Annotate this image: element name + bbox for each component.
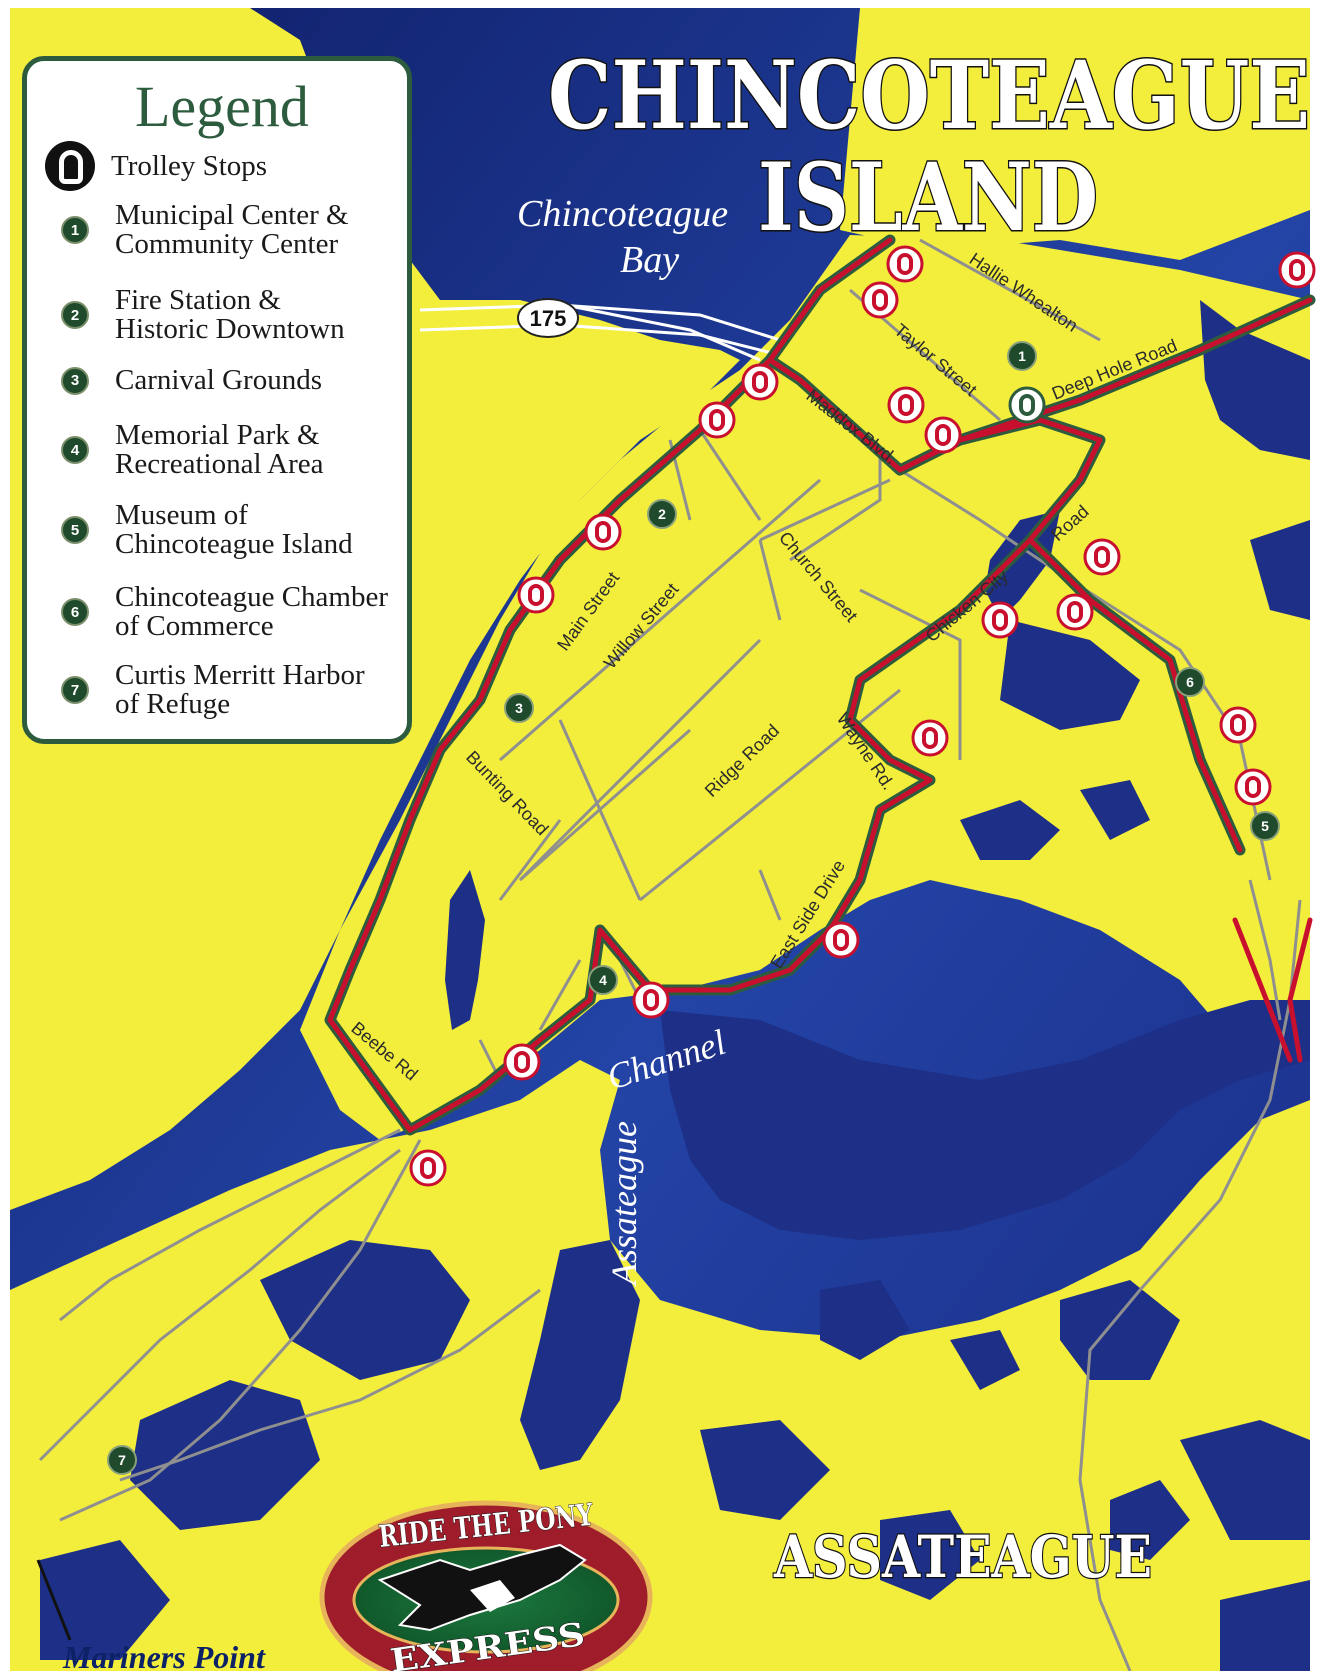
legend-item-text: Memorial Park & Recreational Area (115, 421, 405, 479)
mariners-point-pointer (36, 1559, 72, 1641)
svg-text:5: 5 (1261, 818, 1269, 834)
legend-title: Legend (135, 74, 309, 139)
trolley-stop-icon[interactable] (1278, 251, 1316, 289)
numbered-marker-icon: 2 (61, 301, 89, 329)
numbered-marker-icon[interactable]: 5 (1250, 811, 1280, 841)
bay-label-line2: Bay (620, 239, 679, 281)
legend-item-3: 3 Carnival Grounds (45, 366, 405, 395)
trolley-stop-icon[interactable] (1219, 706, 1257, 744)
causeway (419, 298, 781, 362)
numbered-marker-icon: 4 (61, 436, 89, 464)
svg-text:1: 1 (1018, 348, 1026, 364)
legend-item-line1: Fire Station & (115, 284, 281, 316)
assateague-label: ASSATEAGUE (773, 1523, 1152, 1591)
bay-label-line1: Chincoteague (517, 193, 728, 235)
legend-item-line2: of Commerce (115, 610, 274, 642)
svg-text:7: 7 (118, 1452, 126, 1468)
legend-item-2: 2 Fire Station & Historic Downtown (45, 286, 405, 344)
svg-text:2: 2 (658, 506, 666, 522)
mariners-point-label: Mariners Point (62, 1639, 266, 1671)
legend-item-line2: of Refuge (115, 688, 231, 720)
legend-item-line2: Recreational Area (115, 448, 324, 480)
trolley-stop-icon[interactable] (861, 281, 899, 319)
numbered-marker-icon: 1 (61, 216, 89, 244)
trolley-stop-icon[interactable] (822, 921, 860, 959)
legend-trolley-label: Trolley Stops (111, 149, 268, 182)
numbered-marker-icon: 3 (61, 366, 89, 395)
legend-item-text: Chincoteague Chamber of Commerce (115, 583, 405, 641)
legend-panel: Legend Trolley Stops 1 Municipal Center … (22, 56, 412, 744)
legend-item-text: Curtis Merritt Harbor of Refuge (115, 661, 405, 719)
legend-item-line1: Museum of (115, 499, 248, 531)
svg-text:3: 3 (515, 700, 523, 716)
trolley-stop-icon[interactable] (503, 1043, 541, 1081)
trolley-stop-icon[interactable] (924, 416, 962, 454)
legend-item-text: Carnival Grounds (115, 366, 405, 395)
numbered-marker-icon[interactable]: 1 (1007, 341, 1037, 371)
trolley-stop-icon[interactable] (1056, 593, 1094, 631)
numbered-marker-icon[interactable]: 2 (647, 499, 677, 529)
numbered-marker-icon: 6 (61, 598, 89, 626)
trolley-stop-icon[interactable] (886, 245, 924, 283)
legend-trolley-stops: Trolley Stops (45, 141, 401, 191)
legend-item-text: Fire Station & Historic Downtown (115, 286, 405, 344)
landmark-markers: 1 2 3 4 5 6 7 (107, 341, 1280, 1475)
legend-item-line2: Chincoteague Island (115, 528, 353, 560)
trolley-stop-icon[interactable] (517, 576, 555, 614)
legend-item-6: 6 Chincoteague Chamber of Commerce (45, 583, 405, 641)
map-title-line2: ISLAND (758, 143, 1098, 253)
numbered-marker-icon[interactable]: 4 (588, 965, 618, 995)
route-175-shield: 175 (517, 298, 579, 338)
legend-item-7: 7 Curtis Merritt Harbor of Refuge (45, 661, 405, 719)
trolley-stop-icon[interactable] (911, 719, 949, 757)
trolley-stop-icon (45, 141, 95, 191)
legend-item-text: Museum of Chincoteague Island (115, 501, 405, 559)
legend-item-line1: Memorial Park & (115, 419, 320, 451)
trolley-stop-icon[interactable] (632, 981, 670, 1019)
numbered-marker-icon[interactable]: 6 (1175, 667, 1205, 697)
trolley-stop-icon[interactable] (698, 401, 736, 439)
legend-item-line1: Carnival Grounds (115, 364, 322, 396)
legend-item-line1: Chincoteague Chamber (115, 581, 388, 613)
trolley-stop-icon[interactable] (741, 363, 779, 401)
trolley-stop-icon[interactable] (409, 1149, 447, 1187)
horse-patch-icon (470, 1580, 515, 1612)
svg-text:6: 6 (1186, 674, 1194, 690)
legend-item-text: Municipal Center & Community Center (115, 201, 405, 259)
legend-item-line1: Curtis Merritt Harbor (115, 659, 365, 691)
legend-item-1: 1 Municipal Center & Community Center (45, 201, 405, 259)
numbered-marker-icon: 5 (61, 516, 89, 544)
trolley-stop-icon[interactable] (887, 386, 925, 424)
trolley-stop-icon[interactable] (584, 513, 622, 551)
map-title-line1: CHINCOTEAGUE (548, 41, 1310, 151)
trolley-stop-icon[interactable] (981, 601, 1019, 639)
legend-item-line2: Historic Downtown (115, 313, 345, 345)
legend-item-4: 4 Memorial Park & Recreational Area (45, 421, 405, 479)
legend-item-line1: Municipal Center & (115, 199, 349, 231)
trolley-stop-icon[interactable] (1008, 386, 1046, 424)
channel-label-part1: Assateague (604, 1121, 644, 1287)
numbered-marker-icon[interactable]: 7 (107, 1445, 137, 1475)
svg-text:4: 4 (599, 972, 607, 988)
legend-item-line2: Community Center (115, 228, 339, 260)
ride-the-pony-logo: RIDE THE PONY EXPRESS (319, 1497, 653, 1671)
numbered-marker-icon[interactable]: 3 (504, 693, 534, 723)
trolley-stops (409, 245, 1316, 1187)
legend-item-5: 5 Museum of Chincoteague Island (45, 501, 405, 559)
trolley-stop-icon[interactable] (1083, 538, 1121, 576)
route-175-label: 175 (530, 306, 567, 331)
trolley-stop-icon[interactable] (1234, 768, 1272, 806)
numbered-marker-icon: 7 (61, 676, 89, 704)
